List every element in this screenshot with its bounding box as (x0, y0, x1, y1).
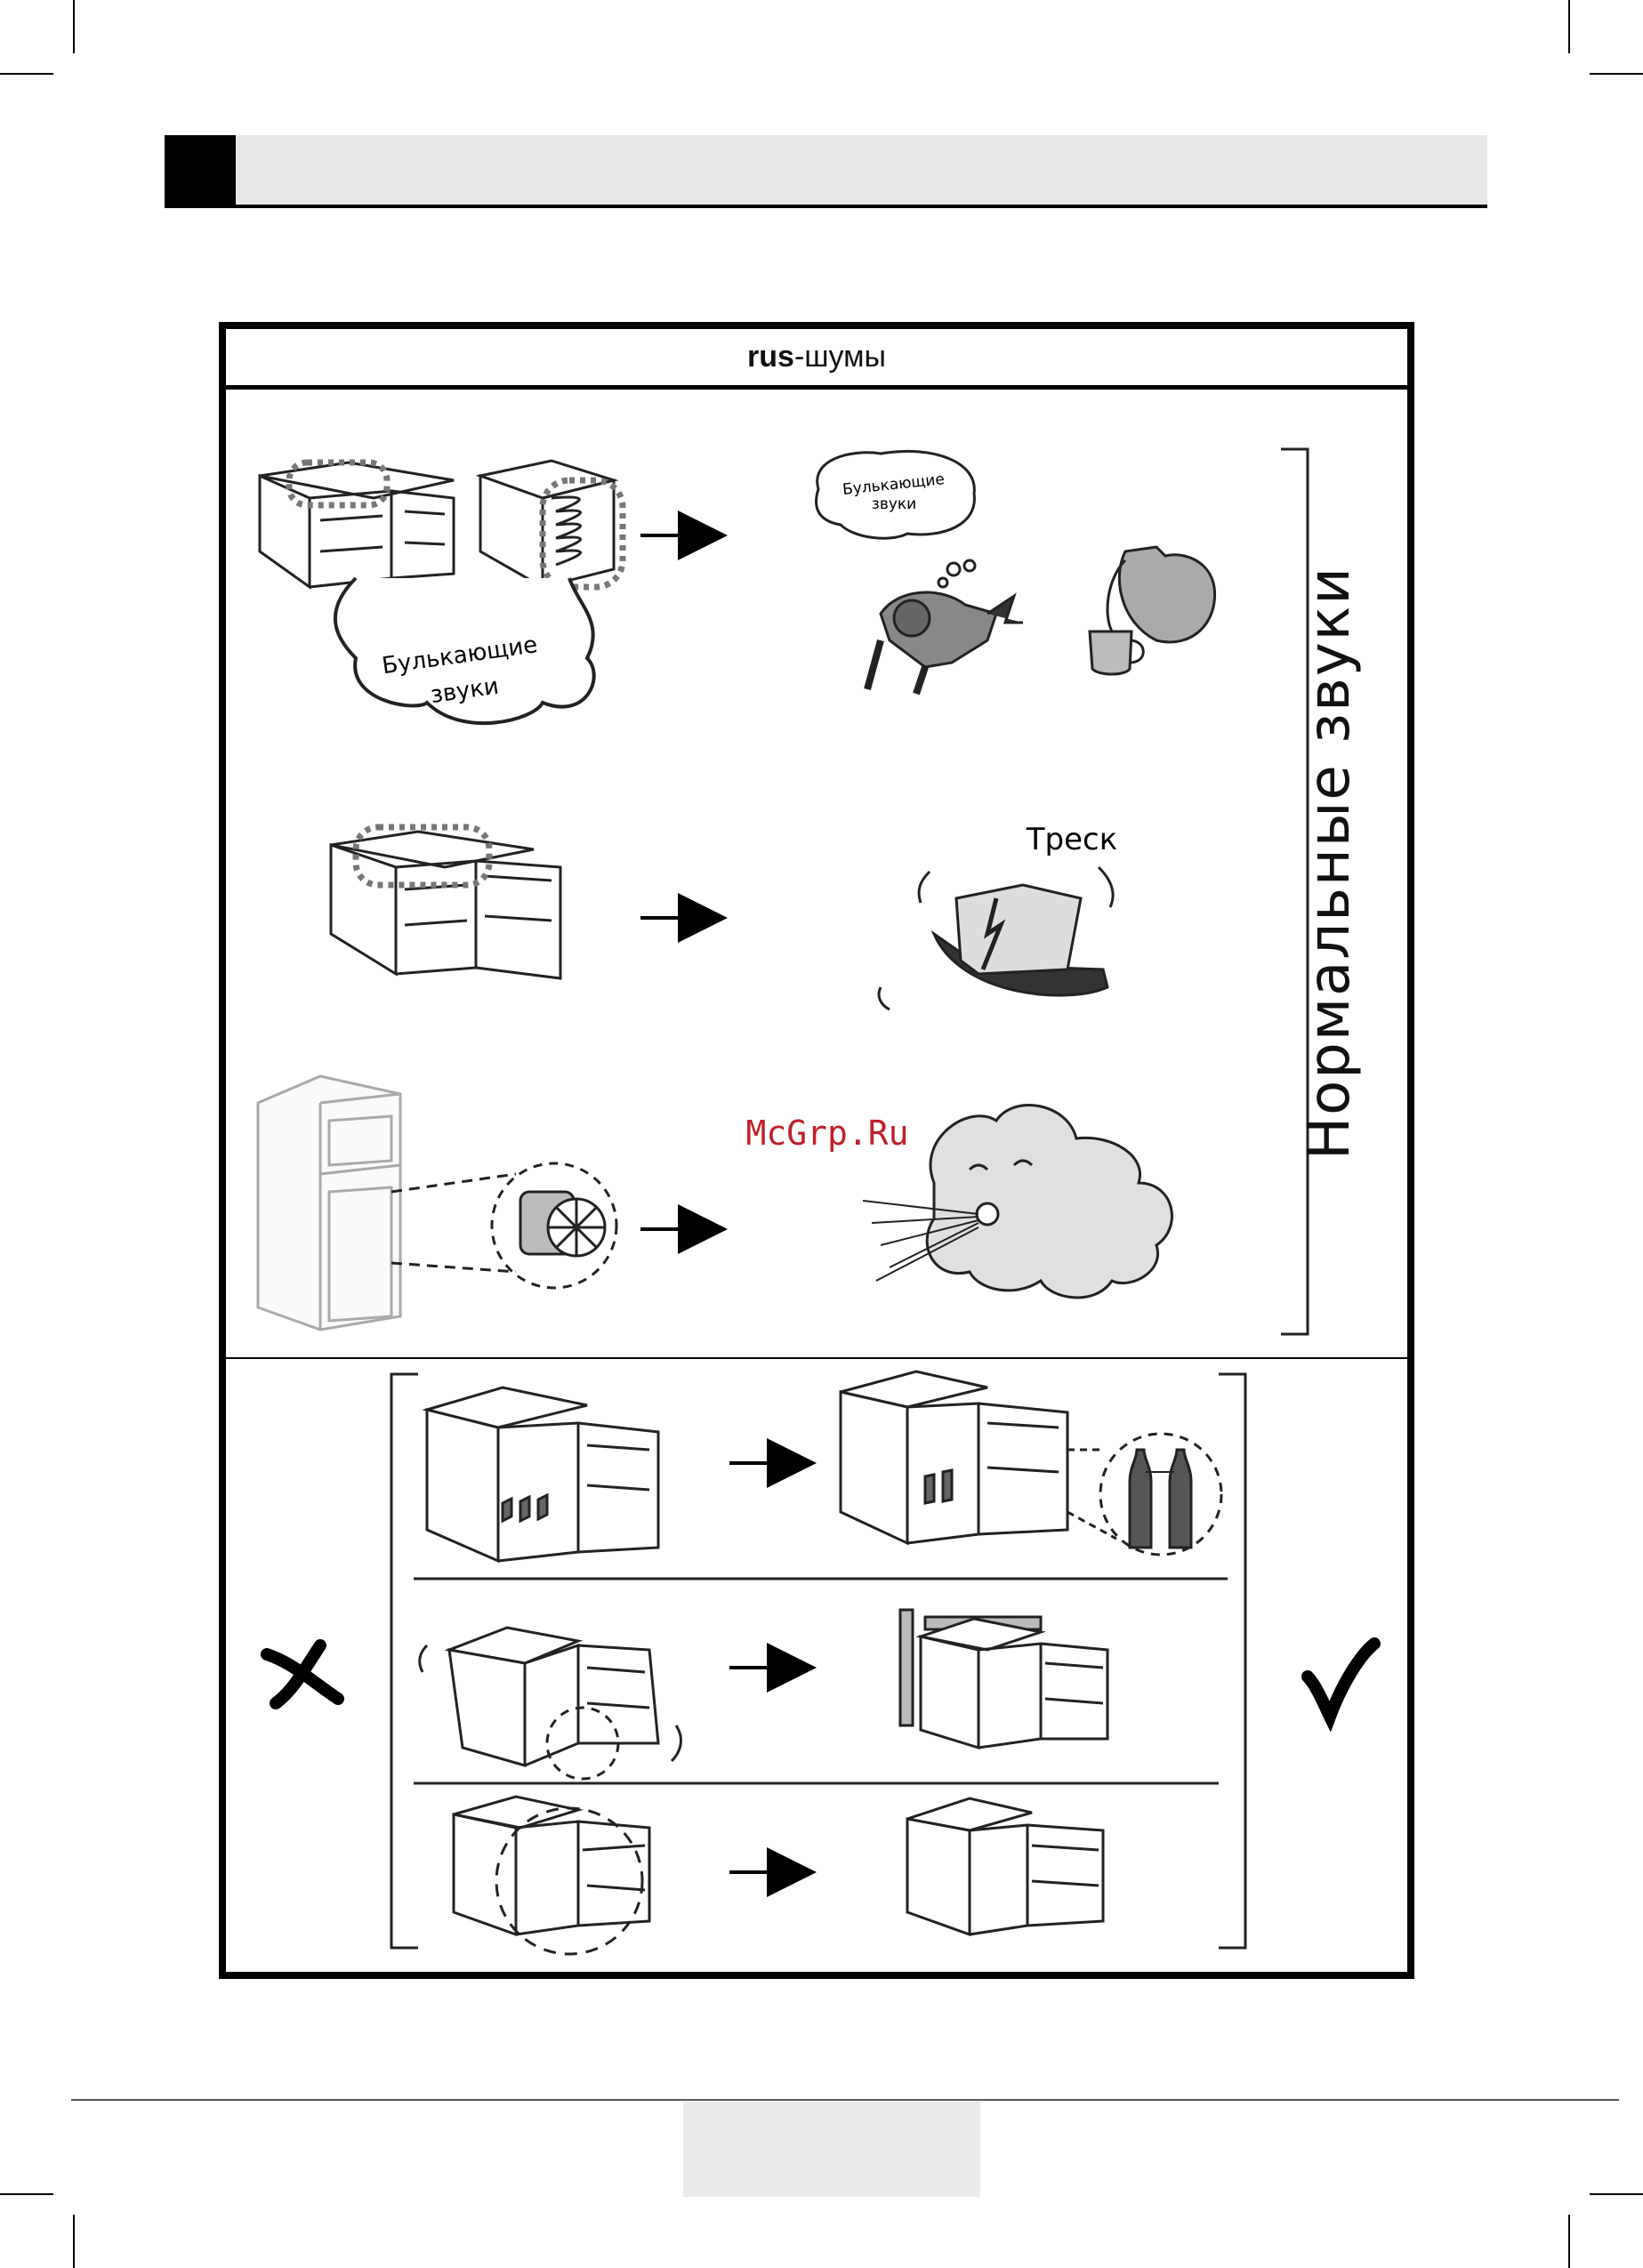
jug-and-cup-illustration (1090, 547, 1215, 674)
fridge-shelves-right (907, 1798, 1103, 1934)
gurgling-label-small-2: звуки (872, 495, 916, 513)
fridge-level-right (900, 1610, 1107, 1748)
footer-rule (71, 2099, 1619, 2101)
fridge-bottles-wrong (427, 1387, 658, 1561)
bracket-right (1219, 1374, 1245, 1948)
fan-illustration (391, 1163, 616, 1288)
diver-illustration (867, 560, 1023, 694)
fridge-tilted-wrong (420, 1628, 681, 1779)
bracket-left (391, 1374, 418, 1948)
crackle-label: Треск (1026, 822, 1118, 857)
fridge-open-illustration (260, 462, 454, 587)
fridge-shelves-wrong (454, 1797, 649, 1954)
fridge-open-illustration-2 (331, 827, 560, 978)
fridge-bottles-right (841, 1371, 1221, 1555)
tall-fridge-illustration (258, 1076, 400, 1330)
wind-cloud-illustration (863, 1106, 1172, 1298)
cross-icon (267, 1645, 338, 1703)
normal-sounds-label: Нормальные звуки (1281, 551, 1379, 1174)
watermark: McGrp.Ru (745, 1114, 908, 1153)
page-number-box (683, 2102, 980, 2197)
check-icon (1308, 1644, 1374, 1717)
cracking-ice-illustration (879, 867, 1113, 1009)
fridge-back-coil-illustration (480, 461, 623, 587)
